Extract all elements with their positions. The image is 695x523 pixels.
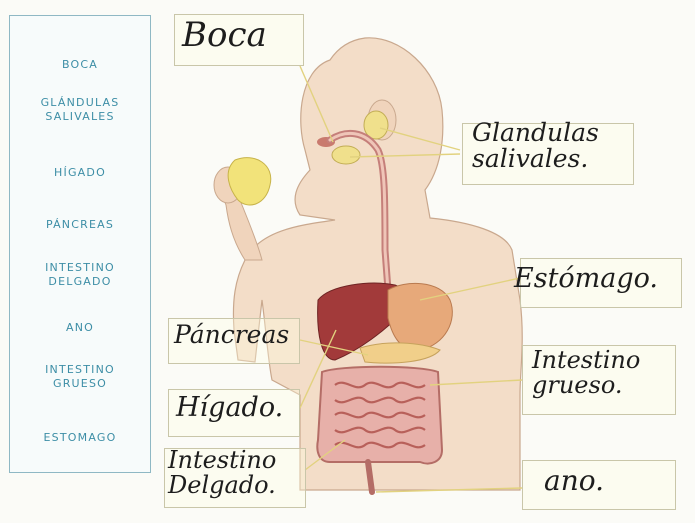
label-boca: Boca — [182, 18, 267, 54]
label-ano: ano. — [544, 466, 604, 495]
word-bank-item: INTESTINO DELGADO — [10, 261, 150, 289]
label-intestino-delgado: Intestino Delgado. — [168, 448, 276, 498]
label-intestino-grueso: Intestino grueso. — [532, 348, 640, 398]
rectum — [368, 462, 372, 492]
word-bank-item: INTESTINO GRUESO — [10, 363, 150, 391]
label-glandulas-salivales: Glandulas salivales. — [472, 120, 599, 173]
label-estomago: Estómago. — [514, 265, 658, 293]
word-bank-item: PÁNCREAS — [10, 218, 150, 232]
word-bank-item: HÍGADO — [10, 166, 150, 180]
word-bank-item: GLÁNDULAS SALIVALES — [10, 96, 150, 124]
label-pancreas: Páncreas — [174, 322, 289, 348]
word-bank-item: ESTOMAGO — [10, 431, 150, 445]
word-bank-item: ANO — [10, 321, 150, 335]
word-bank-item: BOCA — [10, 58, 150, 72]
label-higado: Hígado. — [176, 394, 283, 422]
word-bank: BOCA GLÁNDULAS SALIVALES HÍGADO PÁNCREAS… — [9, 15, 151, 473]
salivary-gland-shape-lower — [332, 146, 360, 164]
